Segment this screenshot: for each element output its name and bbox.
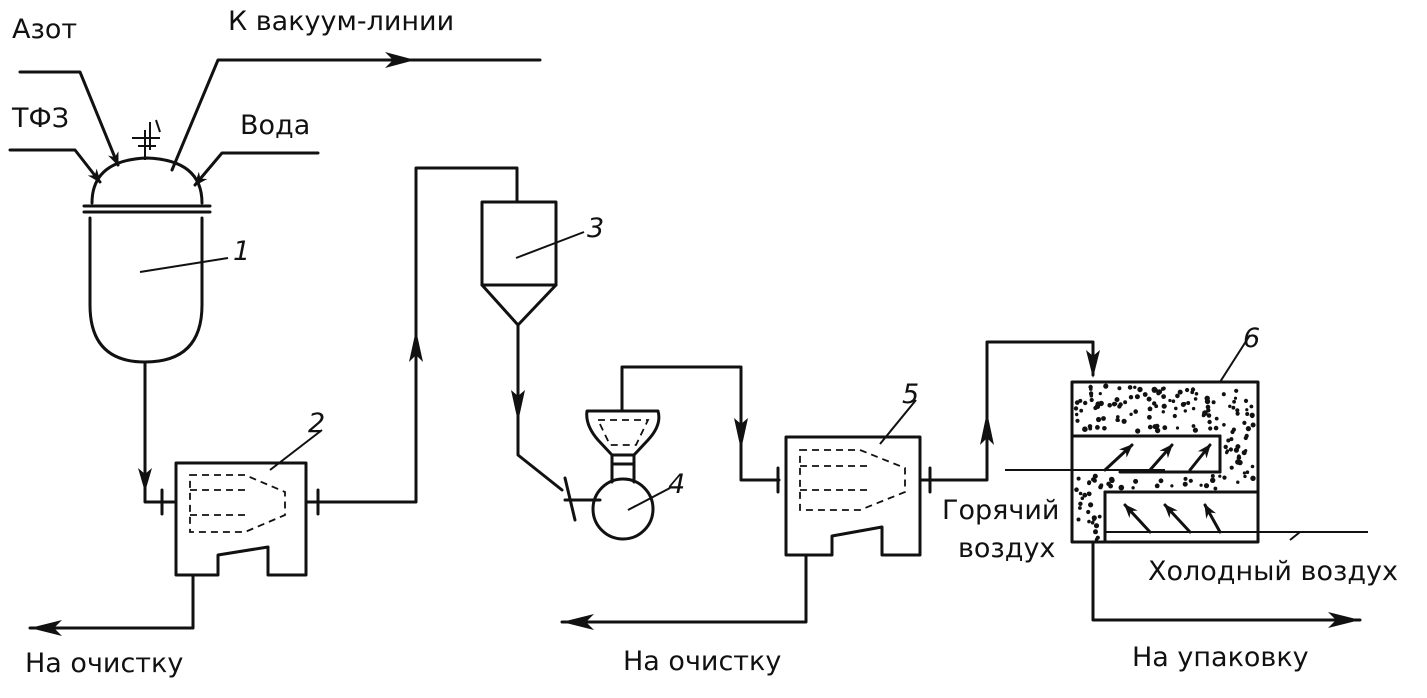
- pipe-5-6: [918, 340, 1095, 482]
- label-cold-air: Холодный воздух: [1148, 556, 1398, 587]
- pipe-2-3: [304, 166, 519, 504]
- label-to-packing: На упаковку: [1132, 642, 1309, 673]
- mixer-4: [563, 409, 671, 541]
- dryer-6: [1070, 334, 1260, 544]
- product-line: [1091, 540, 1362, 622]
- unit-number-5: 5: [902, 379, 919, 410]
- filtrate-line-5: [560, 553, 808, 624]
- cyclone-3: [480, 200, 585, 327]
- filter-2: [160, 429, 323, 577]
- unit-number-1: 1: [233, 236, 250, 267]
- label-hot-air-1: Горячий: [942, 495, 1059, 526]
- pipe-4-5: [620, 365, 781, 482]
- label-hot-air-2: воздух: [958, 533, 1055, 564]
- nitrogen-line: [18, 70, 120, 167]
- tfz-line: [8, 148, 102, 184]
- pipe-3-4: [516, 323, 564, 492]
- unit-number-6: 6: [1243, 323, 1260, 354]
- label-to-cleaning-1: На очистку: [25, 648, 183, 679]
- unit-number-4: 4: [668, 469, 685, 500]
- vacuum-arrow: [385, 52, 415, 68]
- unit-number-3: 3: [587, 213, 604, 244]
- reactor-1: [82, 119, 229, 364]
- filtrate-line-2: [28, 573, 195, 630]
- vacuum-line: [170, 58, 542, 172]
- granules: [1073, 383, 1256, 542]
- pipe-1-2: [143, 360, 176, 504]
- filter-5: [776, 399, 932, 557]
- label-water: Вода: [240, 110, 310, 141]
- label-tfz: ТФЗ: [11, 103, 69, 134]
- airflow-arrows: [1103, 443, 1222, 534]
- unit-number-2: 2: [308, 408, 325, 439]
- label-to-cleaning-2: На очистку: [623, 646, 781, 677]
- water-line: [193, 151, 320, 187]
- label-nitrogen: Азот: [12, 14, 77, 45]
- label-vacuum-line: К вакуум-линии: [228, 6, 454, 37]
